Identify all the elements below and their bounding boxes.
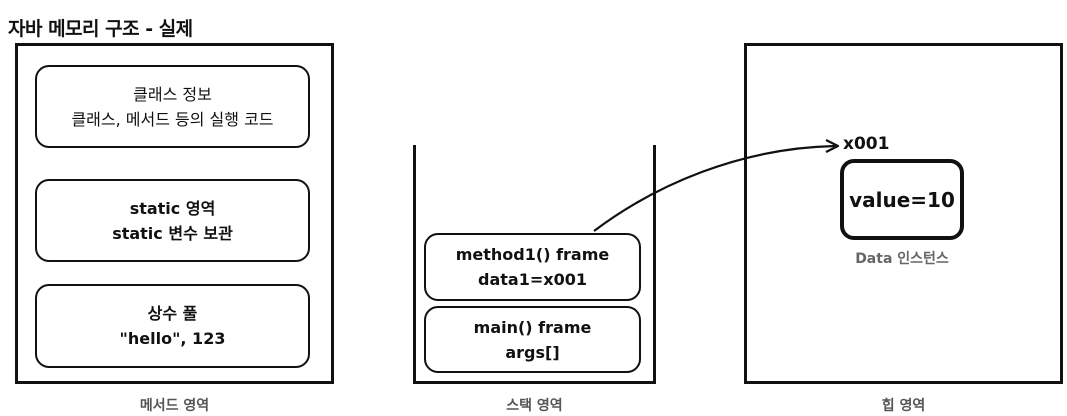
static-area-desc: static 변수 보관: [112, 223, 233, 243]
method1-frame-title: method1() frame: [455, 245, 610, 264]
method-area-label: 메서드 영역: [139, 398, 210, 414]
main-frame-var: args[]: [505, 342, 560, 362]
class-info-box: 클래스 정보 클래스, 메서드 등의 실행 코드: [35, 65, 310, 148]
constant-pool-desc: "hello", 123: [119, 329, 226, 348]
stack-area-label: 스택 영역: [506, 398, 563, 414]
static-area-title: static 영역: [129, 198, 216, 218]
constant-pool-title: 상수 풀: [147, 304, 198, 323]
stack-top-fade: [403, 103, 661, 143]
page-title: 자바 메모리 구조 - 실제: [8, 18, 193, 40]
heap-area-label: 힙 영역: [881, 398, 926, 414]
constant-pool-box: 상수 풀 "hello", 123: [35, 284, 310, 368]
main-frame: main() frame args[]: [424, 306, 641, 373]
class-info-title: 클래스 정보: [133, 84, 212, 104]
instance-address: x001: [843, 134, 890, 154]
method-area: [15, 43, 334, 384]
method1-frame-var: data1=x001: [478, 270, 587, 289]
class-info-desc: 클래스, 메서드 등의 실행 코드: [71, 109, 274, 129]
main-frame-title: main() frame: [473, 317, 592, 337]
instance-label: Data 인스턴스: [855, 251, 949, 267]
stack-area: [413, 145, 656, 384]
method1-frame: method1() frame data1=x001: [424, 233, 641, 301]
value-box: value=10: [840, 159, 964, 240]
static-area-box: static 영역 static 변수 보관: [35, 179, 310, 262]
